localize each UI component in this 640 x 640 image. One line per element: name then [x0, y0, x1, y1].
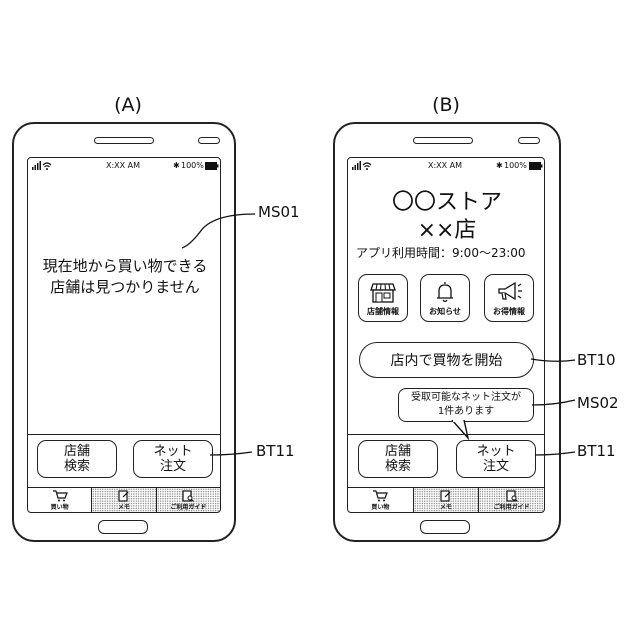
callout-ms02: MS02 — [577, 394, 619, 412]
ms02-leader — [532, 400, 575, 405]
ms01-leader — [182, 214, 255, 248]
callout-bt11-a: BT11 — [256, 442, 295, 460]
bt11-b-leader — [535, 452, 575, 455]
callout-bt10: BT10 — [577, 351, 616, 369]
callout-ms01: MS01 — [258, 203, 300, 221]
bt11-a-leader — [210, 452, 252, 455]
callout-bt11-b: BT11 — [577, 442, 616, 460]
bt10-leader — [531, 359, 575, 361]
